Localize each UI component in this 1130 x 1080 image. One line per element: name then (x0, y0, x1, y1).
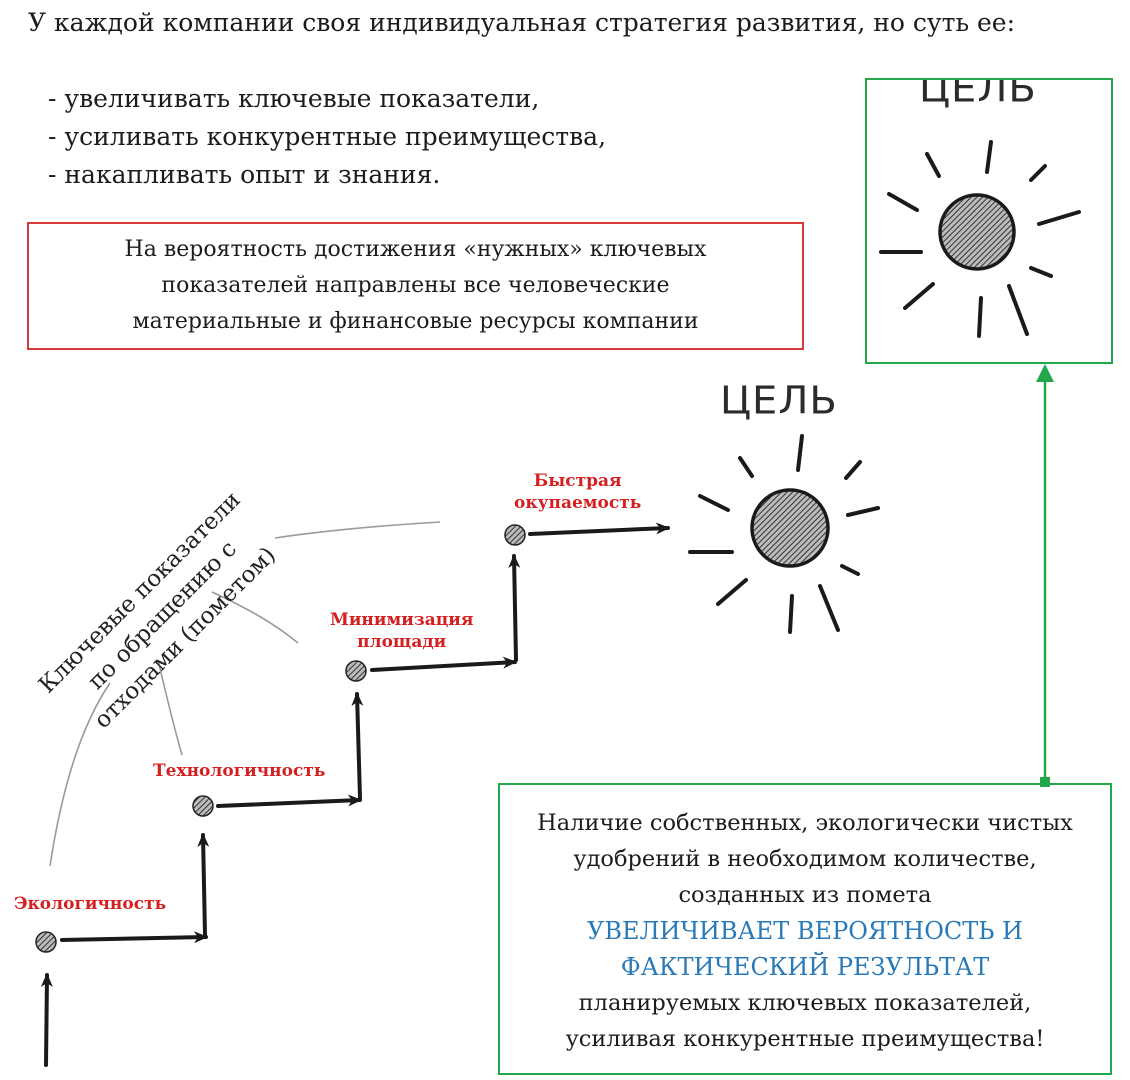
step-dot-payback (504, 524, 526, 546)
stair-arrow-goal (528, 522, 670, 536)
resources-note-line: показателей направлены все человеческие (161, 273, 670, 298)
connector-line-tech (157, 659, 183, 756)
result-line: удобрений в необходимом количестве, (573, 846, 1037, 872)
result-line: созданных из помета (678, 882, 932, 908)
result-highlight-line: УВЕЛИЧИВАЕТ ВЕРОЯТНОСТЬ И (587, 917, 1023, 945)
result-line: усиливая конкурентные преимущества! (565, 1026, 1045, 1052)
stair-arrow-area-up (351, 692, 364, 800)
goal-item: - накапливать опыт и знания. (48, 160, 441, 189)
result-line: планируемых ключевых показателей, (578, 990, 1032, 1016)
step-dot-ecology (35, 931, 57, 953)
result-highlight-line: ФАКТИЧЕСКИЙ РЕЗУЛЬТАТ (620, 953, 990, 981)
result-box: Наличие собственных, экологически чистых… (498, 783, 1112, 1075)
step-label-area-line: площади (357, 632, 447, 652)
connector-line-area (211, 591, 299, 644)
stair-arrow-entry (40, 973, 53, 1067)
goal-box: ЦЕЛЬ (865, 78, 1113, 364)
stair-arrow-tech-right (216, 794, 362, 808)
goal-box-sun-icon (879, 140, 1081, 338)
goal-box-label: ЦЕЛЬ (919, 78, 1037, 111)
label-connector-lines (49, 521, 441, 867)
stair-arrow-area-right (370, 656, 517, 672)
step-dot-tech (192, 795, 214, 817)
step-label-ecology: Экологичность (14, 894, 167, 914)
step-label-area: Минимизация площади (330, 609, 473, 653)
stair-arrow-tech-up (197, 833, 210, 937)
intro-text: У каждой компании своя индивидуальная ст… (28, 8, 1016, 37)
connector-line-ecology (49, 682, 111, 867)
stair-arrow-ecology-right (60, 931, 208, 944)
goal-item: - увеличивать ключевые показатели, (48, 84, 540, 113)
step-label-area-line: Минимизация (330, 610, 474, 630)
resources-note-line: материальные и финансовые ресурсы компан… (132, 309, 699, 334)
connector-line-payback (274, 521, 441, 539)
step-label-payback-line: Быстрая (533, 471, 622, 491)
stair-arrow-payback-up (508, 554, 521, 662)
result-line: Наличие собственных, экологически чистых (537, 810, 1073, 836)
goals-list: - увеличивать ключевые показатели, - уси… (48, 80, 606, 194)
resources-note-line: На вероятность достижения «нужных» ключе… (124, 237, 707, 262)
step-label-payback: Быстрая окупаемость (514, 470, 641, 514)
goal-sun-icon (688, 434, 880, 634)
step-label-tech: Технологичность (153, 761, 326, 781)
step-dot-area (345, 660, 367, 682)
goal-main-label: ЦЕЛЬ (720, 379, 838, 423)
goal-item: - усиливать конкурентные преимущества, (48, 122, 607, 151)
step-label-payback-line: окупаемость (514, 493, 642, 513)
resources-note-box: На вероятность достижения «нужных» ключе… (27, 222, 804, 350)
